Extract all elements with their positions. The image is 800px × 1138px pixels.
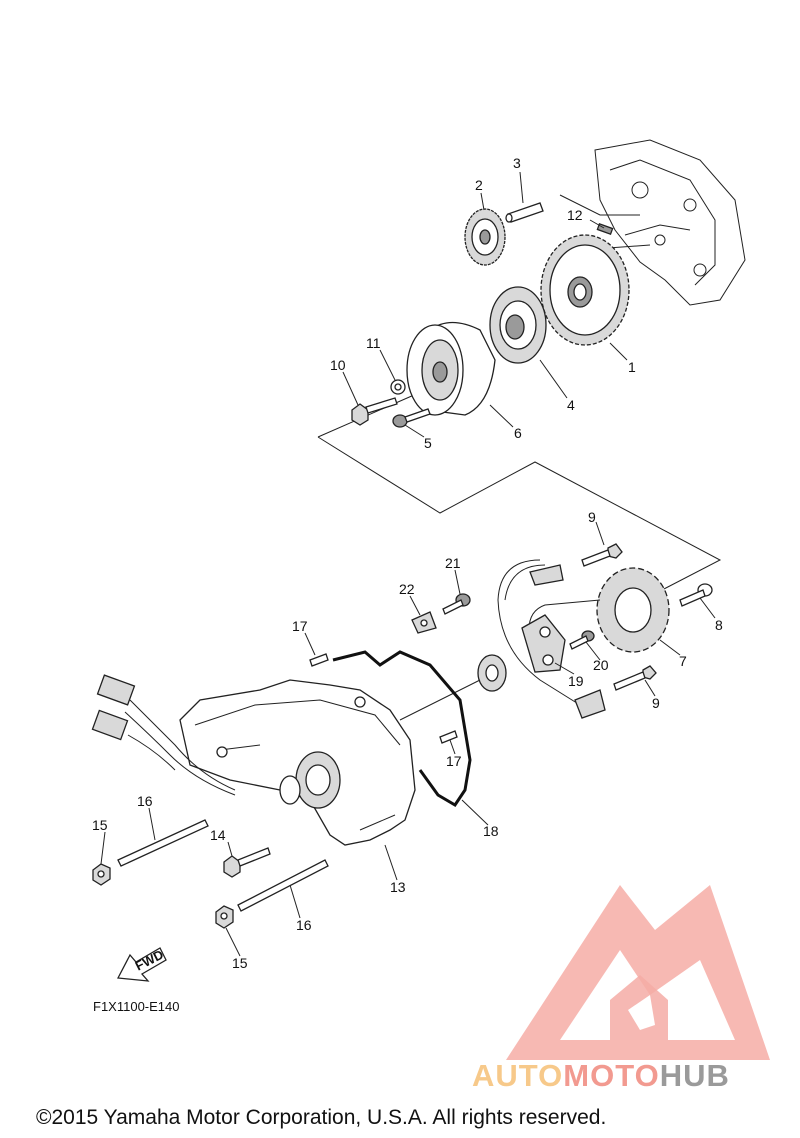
bolt-9-upper-part bbox=[581, 543, 623, 567]
dowel-17-lower-part bbox=[439, 730, 458, 744]
gear-small-part bbox=[464, 208, 506, 266]
watermark-text: AUTOMOTOHUB bbox=[472, 1058, 730, 1093]
callout-17-lower: 17 bbox=[446, 753, 462, 769]
diagram-code: F1X1100-E140 bbox=[93, 999, 180, 1014]
callout-4: 4 bbox=[567, 397, 575, 413]
leader-lines-top bbox=[317, 194, 722, 591]
bolt-8-part bbox=[679, 583, 713, 607]
bolt-5-part bbox=[392, 408, 431, 428]
bolt-20-part bbox=[569, 630, 595, 650]
copyright-notice: ©2015 Yamaha Motor Corporation, U.S.A. A… bbox=[36, 1106, 606, 1129]
callout-9-lower: 9 bbox=[652, 695, 660, 711]
washer-part bbox=[390, 379, 406, 395]
callout-20: 20 bbox=[593, 657, 609, 673]
callout-8: 8 bbox=[715, 617, 723, 633]
callout-numbers: 1 2 3 4 5 6 7 8 9 9 10 11 12 13 14 15 15… bbox=[92, 155, 723, 971]
pickup-coil-part bbox=[521, 614, 566, 673]
callout-18: 18 bbox=[483, 823, 499, 839]
fwd-arrow-icon bbox=[116, 947, 167, 982]
dowel-17-upper-part bbox=[309, 653, 329, 667]
callout-6: 6 bbox=[514, 425, 522, 441]
clutch-part bbox=[489, 286, 547, 364]
callout-17-upper: 17 bbox=[292, 618, 308, 634]
callout-3: 3 bbox=[513, 155, 521, 171]
callout-22: 22 bbox=[399, 581, 415, 597]
stator-part bbox=[497, 559, 670, 719]
bolt-9-lower-part bbox=[613, 665, 657, 691]
callout-1: 1 bbox=[628, 359, 636, 375]
callout-21: 21 bbox=[445, 555, 461, 571]
grommet-part bbox=[399, 654, 507, 721]
callout-15-lower: 15 bbox=[232, 955, 248, 971]
stud-16-upper-part bbox=[117, 819, 209, 867]
bolt-10-part bbox=[351, 397, 398, 426]
callout-15-upper: 15 bbox=[92, 817, 108, 833]
nut-15-upper-part bbox=[92, 863, 111, 886]
watermark-hub: HUB bbox=[660, 1058, 730, 1093]
crankcase-cover-part bbox=[179, 679, 416, 846]
callout-10: 10 bbox=[330, 357, 346, 373]
watermark-logo-icon bbox=[506, 885, 770, 1060]
callout-9-upper: 9 bbox=[588, 509, 596, 525]
shaft-part bbox=[505, 202, 544, 223]
callout-11: 11 bbox=[366, 335, 381, 351]
callout-16-upper: 16 bbox=[137, 793, 153, 809]
crankcase-outline bbox=[594, 139, 746, 306]
stud-16-lower-part bbox=[237, 859, 329, 912]
watermark-moto: MOTO bbox=[563, 1058, 659, 1093]
wire-harness bbox=[91, 674, 236, 796]
callout-14: 14 bbox=[210, 827, 226, 843]
gear-large-part bbox=[540, 234, 630, 346]
clamp-22-part bbox=[411, 611, 437, 634]
callout-7: 7 bbox=[679, 653, 687, 669]
callout-13: 13 bbox=[390, 879, 406, 895]
callout-12: 12 bbox=[567, 207, 583, 223]
gasket-part bbox=[332, 650, 472, 808]
rotor-part bbox=[406, 321, 496, 416]
bolt-21-part bbox=[442, 593, 471, 615]
callout-leaders bbox=[100, 171, 716, 957]
callout-19: 19 bbox=[568, 673, 584, 689]
callout-5: 5 bbox=[424, 435, 432, 451]
callout-16-lower: 16 bbox=[296, 917, 312, 933]
callout-2: 2 bbox=[475, 177, 483, 193]
watermark-auto: AUTO bbox=[472, 1058, 563, 1093]
nut-15-lower-part bbox=[215, 905, 234, 929]
